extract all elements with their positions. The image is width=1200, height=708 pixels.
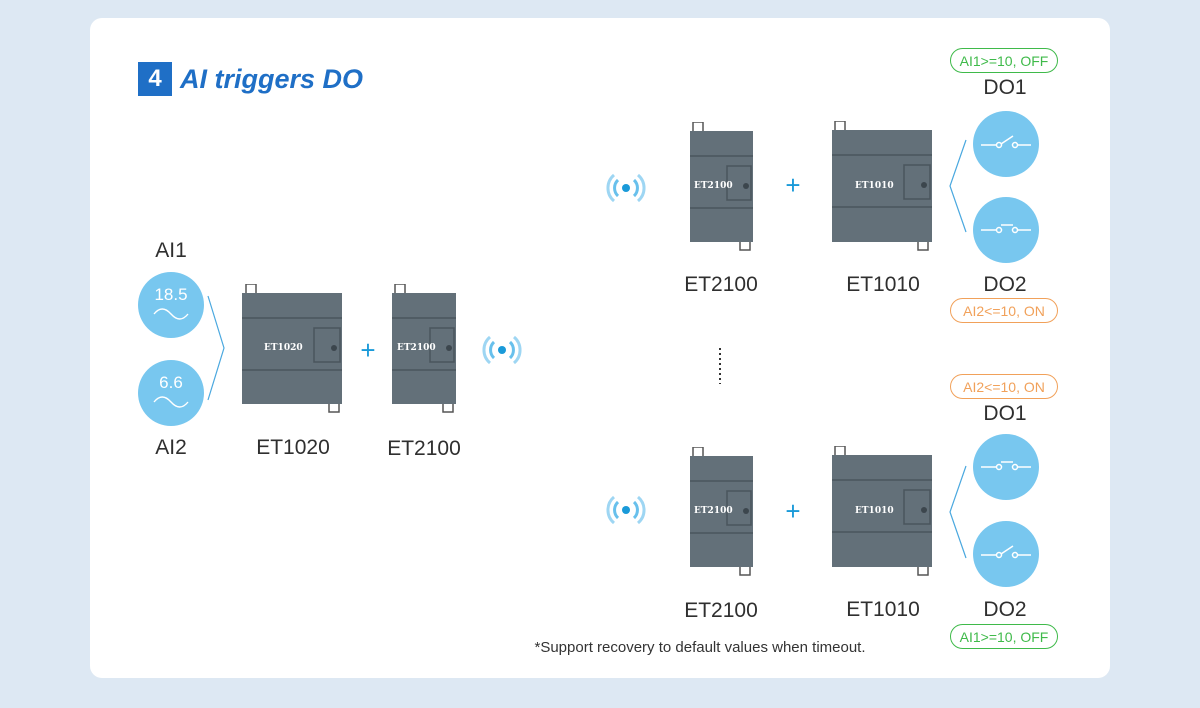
do2-switch-circle bbox=[973, 197, 1039, 263]
device-name: ET2100 bbox=[397, 343, 436, 353]
ai2-signal-circle: 6.6 bbox=[138, 360, 204, 426]
ai1-label: AI1 bbox=[155, 239, 187, 262]
switch-closed-icon bbox=[981, 224, 1031, 234]
do2-switch-circle bbox=[973, 521, 1039, 587]
et1010-label: ET1010 bbox=[846, 273, 920, 296]
et2100-label: ET2100 bbox=[684, 273, 758, 296]
do-bracket-bottom bbox=[949, 465, 967, 559]
ai-bracket-line bbox=[207, 295, 225, 401]
et1010-label: ET1010 bbox=[846, 598, 920, 621]
do1-label: DO1 bbox=[983, 402, 1027, 425]
do1-label: DO1 bbox=[983, 76, 1027, 99]
do2-condition-badge: AI2<=10, ON bbox=[950, 298, 1058, 323]
do1-switch-circle bbox=[973, 434, 1039, 500]
switch-closed-icon bbox=[981, 461, 1031, 471]
switch-open-icon bbox=[981, 545, 1031, 559]
section-title: AI triggers DO bbox=[180, 64, 364, 94]
sine-wave-icon bbox=[153, 396, 189, 408]
wireless-icon bbox=[482, 335, 522, 365]
ai2-label: AI2 bbox=[155, 436, 187, 459]
do1-condition-badge: AI2<=10, ON bbox=[950, 374, 1058, 399]
footnote: *Support recovery to default values when… bbox=[534, 639, 866, 656]
do1-condition-badge: AI1>=10, OFF bbox=[950, 48, 1058, 73]
wireless-icon bbox=[606, 173, 646, 203]
device-name: ET1020 bbox=[264, 343, 303, 353]
plus-icon: + bbox=[785, 170, 801, 200]
io-module-icon bbox=[690, 447, 753, 576]
et2100-label: ET2100 bbox=[684, 599, 758, 622]
section-number: 4 bbox=[138, 62, 172, 96]
io-module-icon bbox=[690, 122, 753, 251]
device-name: ET2100 bbox=[694, 181, 733, 191]
switch-open-icon bbox=[981, 135, 1031, 149]
wireless-icon bbox=[606, 495, 646, 525]
et1020-label: ET1020 bbox=[256, 436, 330, 459]
ai1-value: 18.5 bbox=[154, 285, 188, 304]
do2-condition-badge: AI1>=10, OFF bbox=[950, 624, 1058, 649]
do2-label: DO2 bbox=[983, 598, 1027, 621]
io-module-icon bbox=[392, 284, 456, 413]
plus-icon: + bbox=[360, 335, 376, 365]
do-bracket-top bbox=[949, 139, 967, 233]
io-module-icon bbox=[832, 121, 932, 251]
io-module-icon bbox=[832, 446, 932, 576]
device-name: ET1010 bbox=[855, 506, 894, 516]
et2100-label: ET2100 bbox=[387, 437, 461, 460]
io-module-icon bbox=[242, 284, 342, 413]
do2-label: DO2 bbox=[983, 273, 1027, 296]
ai1-signal-circle: 18.5 bbox=[138, 272, 204, 338]
ai2-value: 6.6 bbox=[159, 373, 183, 392]
device-name: ET2100 bbox=[694, 506, 733, 516]
sine-wave-icon bbox=[153, 308, 189, 320]
device-name: ET1010 bbox=[855, 181, 894, 191]
do1-switch-circle bbox=[973, 111, 1039, 177]
plus-icon: + bbox=[785, 496, 801, 526]
